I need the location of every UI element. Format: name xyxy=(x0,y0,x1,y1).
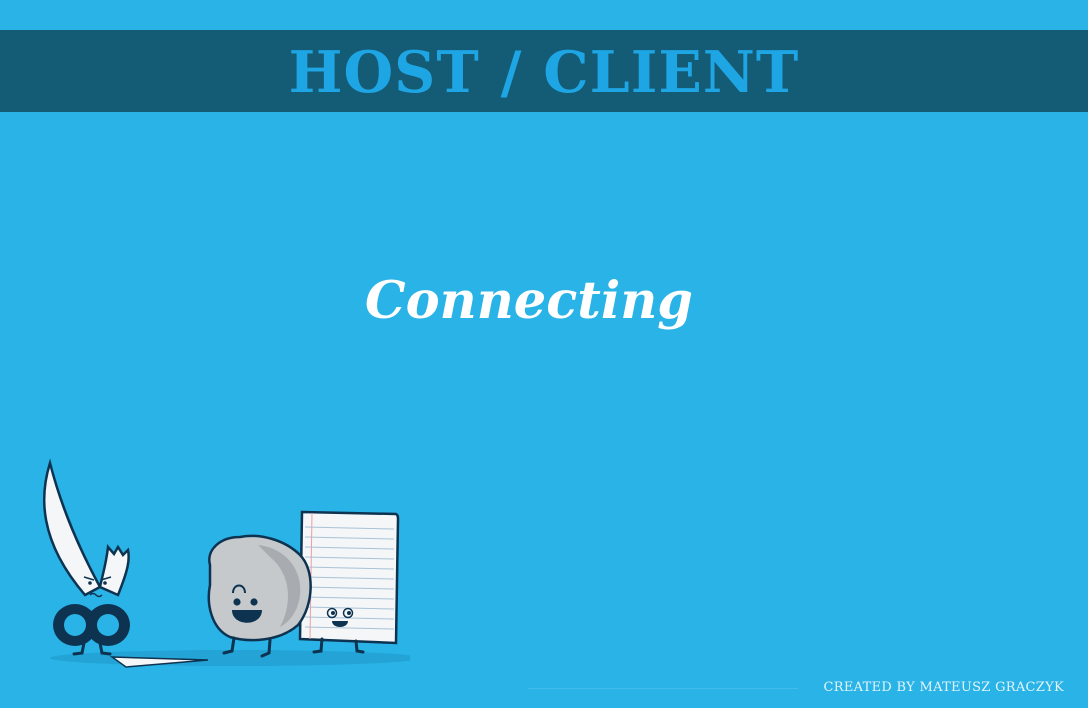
rock-icon xyxy=(207,534,312,658)
page-title: HOST / CLIENT xyxy=(288,38,800,106)
credit-text: CREATED BY MATEUSZ GRACZYK xyxy=(823,680,1064,695)
footer-divider xyxy=(528,688,798,689)
paper-icon xyxy=(298,510,400,654)
rock-paper-scissors-illustration xyxy=(42,458,410,668)
scissors-icon xyxy=(42,458,209,668)
header-bar: HOST / CLIENT xyxy=(0,30,1088,112)
connection-status-text: Connecting xyxy=(365,271,693,331)
